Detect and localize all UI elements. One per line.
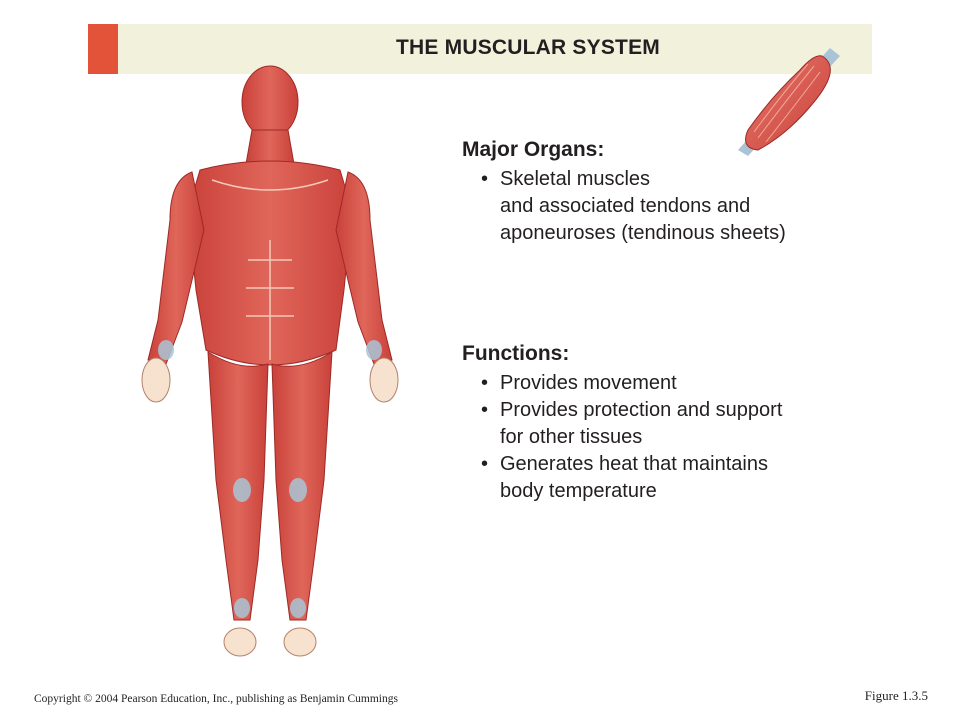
bullet-text-continued: aponeuroses (tendinous sheets) bbox=[500, 222, 786, 244]
bullet-text-continued: and associated tendons and bbox=[500, 195, 751, 217]
list-item: • Skeletal muscles and associated tendons… bbox=[462, 166, 786, 247]
bullet-text: Provides protection and support bbox=[500, 399, 783, 421]
functions-section: Functions: • Provides movement • Provides … bbox=[462, 342, 782, 505]
figure-number: Figure 1.3.5 bbox=[864, 688, 928, 703]
major-organs-section: Major Organs: • Skeletal muscles and asso… bbox=[462, 138, 786, 247]
list-item: • Provides movement bbox=[462, 370, 782, 397]
functions-heading: Functions: bbox=[462, 342, 570, 365]
bullet-text-continued: for other tissues bbox=[500, 426, 643, 448]
bullet-text: Generates heat that maintains bbox=[500, 453, 768, 475]
skeletal-muscle-icon bbox=[738, 48, 840, 156]
bullet-icon: • bbox=[481, 168, 489, 190]
bullet-text: Provides movement bbox=[500, 372, 677, 394]
major-organs-heading: Major Organs: bbox=[462, 138, 605, 161]
bullet-icon: • bbox=[481, 372, 489, 394]
bullet-text-continued: body temperature bbox=[500, 480, 657, 502]
list-item: • Generates heat that maintains body temp… bbox=[462, 451, 782, 505]
copyright-notice: Copyright © 2004 Pearson Education, Inc.… bbox=[34, 693, 398, 705]
title-accent bbox=[88, 24, 118, 74]
bullet-icon: • bbox=[481, 399, 489, 421]
title-bar: THE MUSCULAR SYSTEM bbox=[88, 24, 872, 74]
bullet-text: Skeletal muscles bbox=[500, 168, 651, 190]
human-muscular-figure-icon bbox=[141, 65, 399, 657]
page-title: THE MUSCULAR SYSTEM bbox=[396, 36, 660, 59]
bullet-icon: • bbox=[481, 453, 489, 475]
list-item: • Provides protection and support for oth… bbox=[462, 397, 782, 451]
